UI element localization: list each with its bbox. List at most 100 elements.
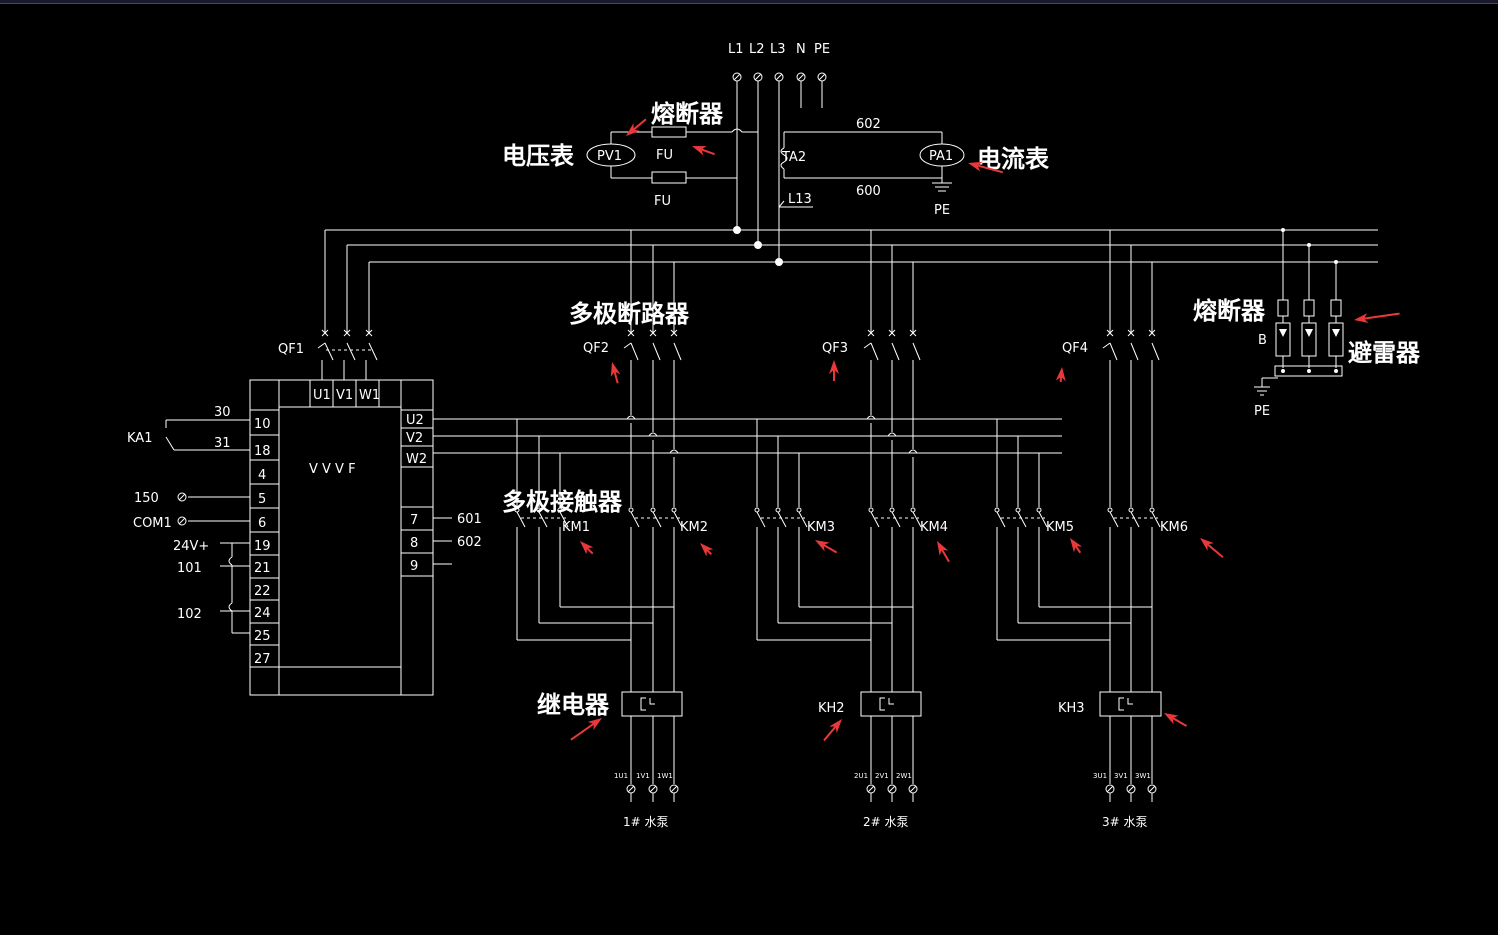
label-pe: PE <box>814 42 830 57</box>
terminal-19: 19 <box>254 539 271 554</box>
supply-terminals: L1 L2 L3 N PE <box>728 42 830 266</box>
pump-branch-1 <box>514 230 683 802</box>
terminal-25: 25 <box>254 629 271 644</box>
com1-label: COM1 <box>133 516 172 531</box>
meter-pe-label: PE <box>934 203 950 218</box>
red-arrow <box>937 541 950 563</box>
pump-3-label: 3# 水泵 <box>1102 815 1148 829</box>
terminal-8: 8 <box>410 536 418 551</box>
red-arrow <box>1164 713 1188 727</box>
p3-term-u: 3U1 <box>1093 772 1107 780</box>
red-arrow <box>815 540 838 554</box>
vvvf-in-w1: W1 <box>359 388 380 403</box>
meter-section: PV1 FU FU TA2 PA1 602 600 L13 PE <box>586 117 965 218</box>
km1-label: KM1 <box>562 520 590 535</box>
label-l1: L1 <box>728 42 744 57</box>
km6-label: KM6 <box>1160 520 1188 535</box>
main-bus <box>324 229 1378 333</box>
wire-602-label: 602 <box>856 117 881 132</box>
vvvf-out-v2: V2 <box>406 431 423 446</box>
p1-term-v: 1V1 <box>636 772 650 780</box>
fuse-bottom-label: FU <box>654 194 671 209</box>
fuse-top-label: FU <box>656 148 673 163</box>
wire-600-label: 600 <box>856 184 881 199</box>
p1-term-w: 1W1 <box>657 772 673 780</box>
km3-label: KM3 <box>807 520 835 535</box>
vvvf-in-u1: U1 <box>313 388 331 403</box>
p3-term-v: 3V1 <box>1114 772 1128 780</box>
red-arrow <box>700 543 714 557</box>
kh3-label: KH3 <box>1058 701 1085 716</box>
label-l3: L3 <box>770 42 786 57</box>
ammeter-label: PA1 <box>929 149 953 164</box>
red-arrow <box>626 118 647 136</box>
terminal-27: 27 <box>254 652 271 667</box>
wire-601: 601 <box>457 512 482 527</box>
red-arrow <box>580 541 594 555</box>
terminal-18: 18 <box>254 444 271 459</box>
voltmeter-label: PV1 <box>597 149 622 164</box>
red-arrow <box>692 146 715 156</box>
red-arrow <box>570 718 602 741</box>
surge-arrester: B PE <box>1254 228 1344 419</box>
pump-branch-3 <box>994 230 1162 802</box>
vvvf-label: V V V F <box>309 462 356 477</box>
red-arrow <box>1055 367 1066 383</box>
ka1-label: KA1 <box>127 431 152 446</box>
terminal-10: 10 <box>254 417 271 432</box>
p2-term-u: 2U1 <box>854 772 868 780</box>
annotation-breaker: 多极断路器 <box>569 300 690 328</box>
label-l2: L2 <box>749 42 765 57</box>
ct-label: TA2 <box>781 150 806 165</box>
terminal-24: 24 <box>254 606 271 621</box>
red-arrow <box>1200 538 1224 559</box>
arrester-pe-label: PE <box>1254 404 1270 419</box>
qf1-breaker <box>317 329 378 380</box>
p3-term-w: 3W1 <box>1135 772 1151 780</box>
terminal-21: 21 <box>254 561 271 576</box>
annotation-arrester: 避雷器 <box>1348 339 1421 367</box>
km2-label: KM2 <box>680 520 708 535</box>
wire-602b: 602 <box>457 535 482 550</box>
red-arrow <box>1354 312 1400 324</box>
red-arrow <box>610 362 621 384</box>
wire-102: 102 <box>177 607 202 622</box>
km4-label: KM4 <box>920 520 948 535</box>
fuse-top-symbol <box>651 126 687 138</box>
red-arrows <box>570 118 1400 742</box>
qf3-label: QF3 <box>822 341 848 356</box>
pump-branch-2 <box>754 230 922 802</box>
vvvf-out-u2: U2 <box>406 413 424 428</box>
v24-label: 24V+ <box>173 539 209 554</box>
p1-term-u: 1U1 <box>614 772 628 780</box>
label-n: N <box>796 42 806 57</box>
wire-150: 150 <box>134 491 159 506</box>
terminal-5: 5 <box>258 492 266 507</box>
annotations: 熔断器 电压表 电流表 多极断路器 熔断器 避雷器 多极接触器 继电器 <box>502 100 1421 719</box>
wire-30: 30 <box>214 405 231 420</box>
qf1-label: QF1 <box>278 342 304 357</box>
red-arrow <box>829 360 839 381</box>
km5-label: KM5 <box>1046 520 1074 535</box>
vvvf-drive: U1 V1 W1 V V V F U2 V2 W2 10 18 4 5 6 19… <box>127 379 1062 696</box>
vvvf-in-v1: V1 <box>336 388 353 403</box>
annotation-voltmeter: 电压表 <box>502 142 575 170</box>
pump-2-label: 2# 水泵 <box>863 815 909 829</box>
pump-1-label: 1# 水泵 <box>623 815 669 829</box>
vvvf-out-w2: W2 <box>406 452 427 467</box>
red-arrow <box>1070 538 1083 554</box>
annotation-contactor: 多极接触器 <box>502 488 623 516</box>
terminal-7: 7 <box>410 513 418 528</box>
kh2-label: KH2 <box>818 701 845 716</box>
annotation-relay: 继电器 <box>537 691 610 719</box>
terminal-6: 6 <box>258 516 266 531</box>
p2-term-w: 2W1 <box>896 772 912 780</box>
terminal-22: 22 <box>254 584 271 599</box>
red-arrow <box>968 161 1004 174</box>
qf2-label: QF2 <box>583 341 609 356</box>
annotation-fuse-2: 熔断器 <box>1193 297 1266 325</box>
fuse-bottom-symbol <box>651 171 687 184</box>
window-top-bar <box>0 0 1498 4</box>
red-arrow <box>823 719 842 742</box>
